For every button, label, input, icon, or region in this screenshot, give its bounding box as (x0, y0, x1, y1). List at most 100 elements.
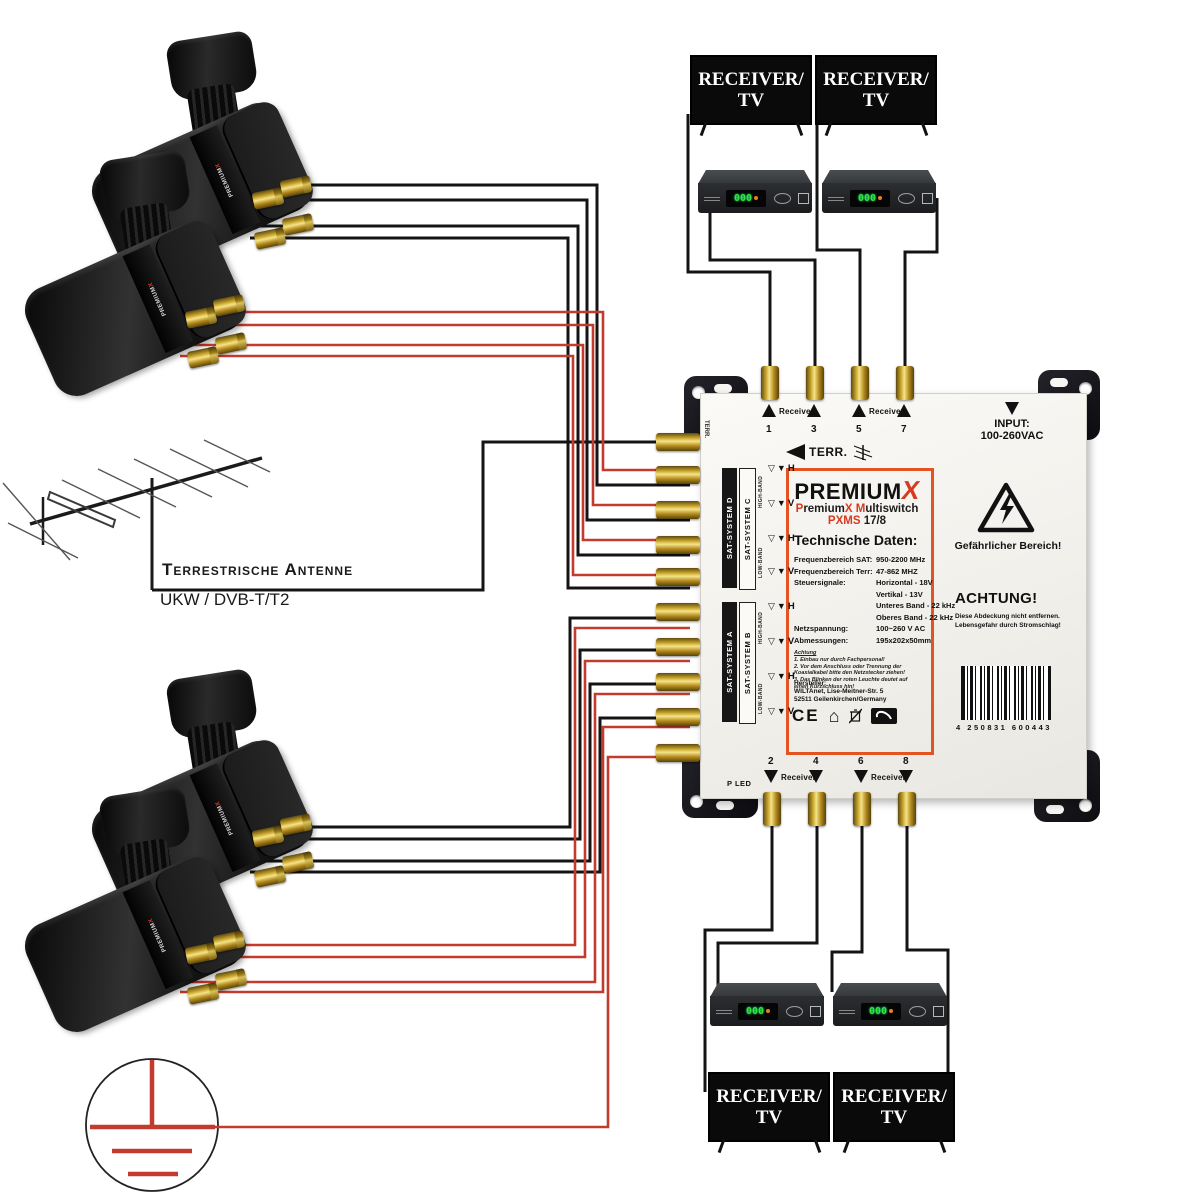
sat-system-bar: SAT-SYSTEM B (739, 602, 756, 724)
multiswitch-f-port (896, 366, 914, 400)
f-connector (253, 227, 287, 250)
antenna-subtitle: UKW / DVB-T/T2 (160, 590, 290, 609)
power-input-label: INPUT: 100-260VAC (962, 402, 1062, 442)
arrow-up-icon (807, 404, 821, 417)
multiswitch-f-port (656, 466, 700, 484)
multiswitch-f-port (851, 366, 869, 400)
barcode (961, 666, 1051, 720)
terr-antenna-glyph (853, 445, 872, 461)
power-led-label: P LED (727, 779, 752, 788)
receiver-brand (839, 1008, 855, 1014)
multiswitch-f-port (656, 744, 700, 762)
polarity-marker: ▽▼H (768, 671, 795, 682)
cable (815, 114, 862, 385)
receiver-port (810, 1005, 821, 1017)
band-label: LOW-BAND (758, 683, 764, 714)
multiswitch-f-port (656, 536, 700, 554)
cable (250, 648, 690, 841)
info-box-border (786, 468, 934, 755)
cable (250, 682, 690, 863)
quad-lnb: PREMIUMX (17, 148, 253, 404)
multiswitch-f-port (656, 603, 700, 621)
receiver-display: 000 (850, 189, 890, 207)
multiswitch-f-port (656, 638, 700, 656)
port-number: 1 (766, 424, 772, 435)
tv-screen: RECEIVER/TV (833, 1072, 955, 1142)
receiver-button (774, 192, 791, 204)
tv-screen: RECEIVER/TV (708, 1072, 830, 1142)
house-icon: ⌂ (828, 706, 840, 726)
cable (250, 716, 690, 874)
port-number: 3 (811, 424, 817, 435)
multiswitch-f-port (656, 673, 700, 691)
receiver-display: 000 (738, 1002, 778, 1020)
receiver-brand (828, 195, 844, 201)
receiver-port (933, 1005, 944, 1017)
port-number: 4 (813, 756, 819, 767)
cable (180, 626, 690, 947)
f-connector (253, 865, 287, 888)
terrestrial-antenna-icon (2, 439, 271, 590)
sat-receiver: 000 (833, 983, 947, 1028)
port-number: 5 (856, 424, 862, 435)
multiswitch-f-port (898, 792, 916, 826)
multiswitch-f-port (656, 708, 700, 726)
f-connector (186, 982, 220, 1005)
cable (180, 354, 690, 577)
receiver-button (898, 192, 915, 204)
f-connector (186, 346, 220, 369)
multiswitch-f-port (656, 501, 700, 519)
barcode-digits: 4 250831 600443 (956, 723, 1052, 732)
cable (250, 198, 690, 522)
arrow-down-icon (809, 770, 823, 783)
cable (905, 812, 950, 1092)
tv-screen: RECEIVER/TV (815, 55, 937, 125)
band-label: HIGH-BAND (758, 611, 764, 644)
f-connector (214, 332, 248, 355)
arrow-left-icon (786, 444, 805, 460)
receiver-display: 000 (861, 1002, 901, 1020)
polarity-marker: ▽▼H (768, 533, 795, 544)
polarity-marker: ▽▼H (768, 463, 795, 474)
cable (716, 812, 819, 992)
cable (686, 114, 772, 385)
arrow-up-icon (852, 404, 866, 417)
multiswitch-f-port (763, 792, 781, 826)
cable (250, 183, 690, 487)
ground-symbol-icon (85, 1058, 219, 1192)
multiswitch-f-port (656, 433, 700, 451)
tech-data-heading: Technische Daten: (794, 532, 918, 548)
cable (180, 343, 690, 542)
receiver-brand (704, 195, 720, 201)
f-connector (214, 968, 248, 991)
arrow-down-icon (854, 770, 868, 783)
tech-data-table: Frequenzbereich SAT:950-2200 MHz Frequen… (794, 555, 956, 645)
tv-screen: RECEIVER/TV (690, 55, 812, 125)
cable (830, 812, 864, 992)
multiswitch-f-port (808, 792, 826, 826)
ce-mark-icon: CE (792, 706, 820, 725)
f-connector (281, 851, 315, 874)
receiver-word: Receiver (869, 407, 904, 416)
receiver-button (786, 1005, 803, 1017)
polarity-marker: ▽▼V (768, 636, 795, 647)
cable (180, 659, 690, 959)
receiver-word: Receiver (781, 773, 816, 782)
receiver-word: Receiver (779, 407, 814, 416)
receiver-brand (716, 1008, 732, 1014)
danger-zone-label: Gefährlicher Bereich! (954, 540, 1062, 552)
sat-receiver: 000 (822, 170, 936, 215)
polarity-marker: ▽▼V (768, 498, 795, 509)
cable (213, 755, 690, 1129)
warning-title: ACHTUNG! (955, 590, 1038, 607)
polarity-marker: ▽▼V (768, 706, 795, 717)
multiswitch-f-port (761, 366, 779, 400)
cable (250, 224, 690, 557)
sat-system-bar: SAT-SYSTEM D (722, 468, 737, 588)
arrow-down-icon (764, 770, 778, 783)
port-number: 2 (768, 756, 774, 767)
safety-notes: Achtung 1. Einbau nur durch Fachpersonal… (794, 650, 908, 690)
warning-text: Diese Abdeckung nicht entfernen. Lebensg… (955, 613, 1061, 629)
